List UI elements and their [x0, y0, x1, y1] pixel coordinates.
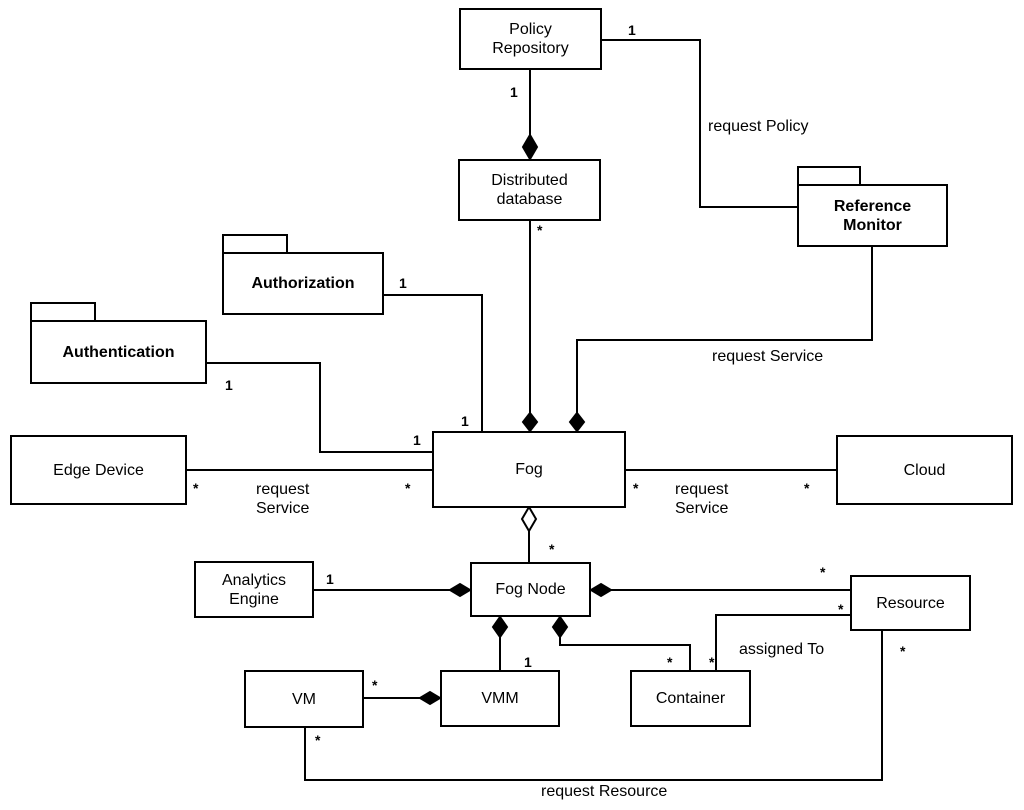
diamond-vmm-left [418, 690, 442, 706]
diamond-fog-bottom-hollow [520, 505, 538, 533]
reference-monitor-package-tab [797, 166, 861, 185]
assoc-authorization-fog [384, 294, 483, 432]
mult-policy-repo-to-db: 1 [510, 84, 518, 100]
resource-box: Resource [850, 575, 971, 631]
label-request-resource: request Resource [541, 783, 668, 800]
diamond-fog-node-right [589, 582, 613, 598]
mult-edge-device-end: * [193, 480, 199, 496]
comp-reference-monitor-fog [576, 247, 873, 413]
label-request-service-rm: request Service [712, 348, 824, 365]
mult-container-end: * [667, 654, 673, 670]
reference-monitor-box: Reference Monitor [797, 184, 948, 247]
diamond-fog-top-right [568, 411, 586, 433]
diamond-fog-node-bottom-left [491, 615, 509, 639]
authentication-box: Authentication [30, 320, 207, 384]
assoc-policy-repository-reference-monitor [602, 39, 797, 208]
mult-authentication-end: 1 [225, 377, 233, 393]
mult-authorization-fog-end: 1 [461, 413, 469, 429]
edge-device-box: Edge Device [10, 435, 187, 505]
mult-fog-node-resource-end: * [820, 564, 826, 580]
mult-fog-cloud-end: * [633, 480, 639, 496]
label-assigned-to: assigned To [739, 641, 825, 658]
diamond-fog-node-left [448, 582, 472, 598]
diamond-distributed-database [521, 133, 539, 161]
assoc-vm-resource [304, 631, 883, 781]
label-request-service-edge: request Service [256, 481, 310, 517]
mult-cloud-end: * [804, 480, 810, 496]
mult-resource-fognode-end: * [838, 601, 844, 617]
authorization-box: Authorization [222, 252, 384, 315]
comp-container-fog-node [559, 637, 691, 670]
vmm-box: VMM [440, 670, 560, 727]
mult-authentication-fog-end: 1 [413, 432, 421, 448]
fog-node-box: Fog Node [470, 562, 591, 617]
mult-container-assigned-end: * [709, 654, 715, 670]
analytics-engine-box: Analytics Engine [194, 561, 314, 618]
assoc-container-resource [715, 614, 850, 670]
mult-analytics-end: 1 [326, 571, 334, 587]
policy-repository-box: Policy Repository [459, 8, 602, 70]
fog-box: Fog [432, 431, 626, 508]
diamond-fog-top-left [521, 411, 539, 433]
distributed-database-box: Distributed database [458, 159, 601, 221]
mult-policy-repo-to-rm: 1 [628, 22, 636, 38]
authorization-package-tab [222, 234, 288, 253]
cloud-box: Cloud [836, 435, 1013, 505]
container-box: Container [630, 670, 751, 727]
label-request-service-cloud: request Service [675, 481, 729, 517]
mult-vmm-end: 1 [524, 654, 532, 670]
mult-vm-end: * [372, 677, 378, 693]
mult-vm-bottom-end: * [315, 732, 321, 748]
assoc-authentication-fog [207, 362, 432, 453]
label-request-policy: request Policy [708, 118, 809, 135]
mult-fog-edge-end: * [405, 480, 411, 496]
mult-authorization-end: 1 [399, 275, 407, 291]
mult-db-to-fog: * [537, 222, 543, 238]
mult-resource-bottom-end: * [900, 643, 906, 659]
authentication-package-tab [30, 302, 96, 321]
mult-fog-node-end: * [549, 541, 555, 557]
diamond-fog-node-bottom-right [551, 615, 569, 639]
vm-box: VM [244, 670, 364, 728]
